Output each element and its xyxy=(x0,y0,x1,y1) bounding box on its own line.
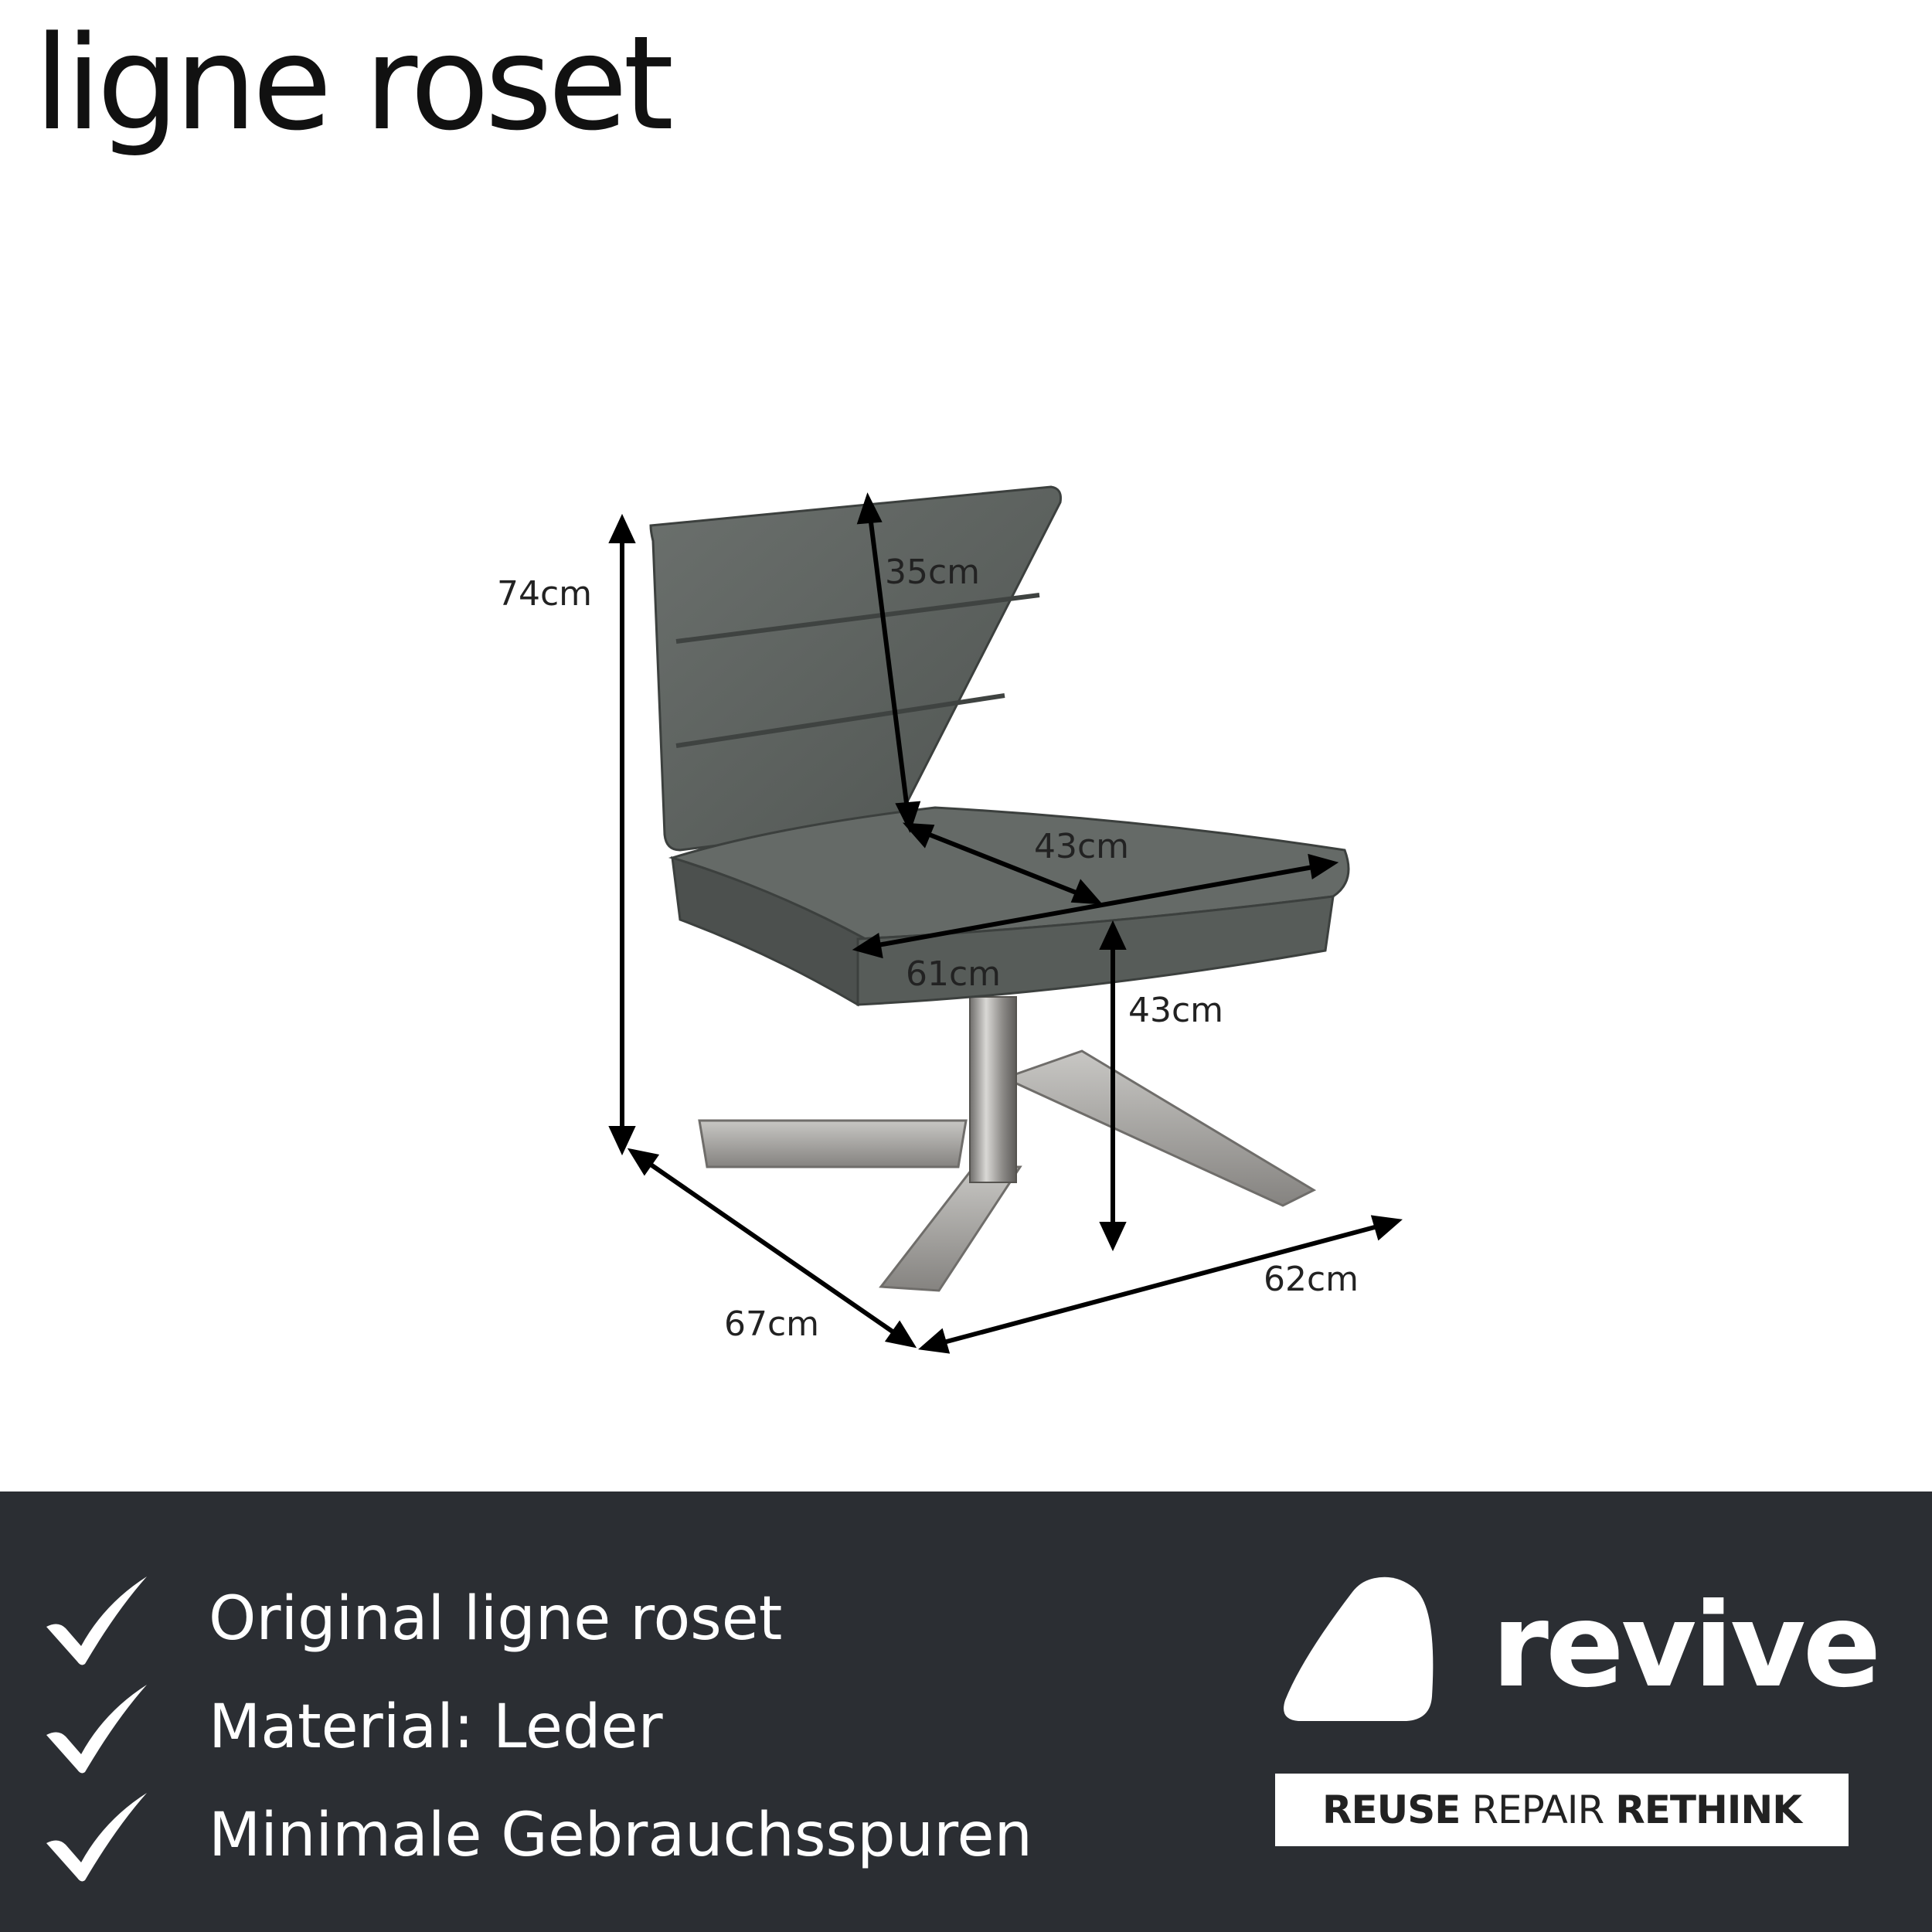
footer-banner: Original ligne roset Material: Leder Min… xyxy=(0,1492,1932,1932)
revive-wordmark: revive xyxy=(1492,1579,1881,1713)
brand-logo: ligne roset xyxy=(34,8,674,159)
dim-label-depth-total: 67cm xyxy=(724,1304,819,1344)
revive-mark-icon xyxy=(1284,1577,1434,1721)
revive-logo: revive xyxy=(1279,1573,1881,1750)
dim-label-seat-height: 43cm xyxy=(1128,991,1223,1030)
chair-body xyxy=(649,485,1350,1007)
tagline-rethink: RETHINK xyxy=(1615,1787,1802,1832)
feature-item: Material: Leder xyxy=(39,1673,1032,1781)
feature-item: Original ligne roset xyxy=(39,1565,1032,1673)
check-icon xyxy=(46,1793,147,1882)
feature-item: Minimale Gebrauchsspuren xyxy=(39,1781,1032,1889)
revive-tagline: REUSE REPAIR RETHINK xyxy=(1275,1774,1849,1846)
dim-label-seat-width: 61cm xyxy=(906,954,1001,994)
feature-text: Minimale Gebrauchsspuren xyxy=(209,1801,1032,1870)
check-icon xyxy=(46,1577,147,1665)
dim-label-width-total: 62cm xyxy=(1264,1260,1359,1299)
dimension-arrows xyxy=(608,492,1403,1354)
chair-base xyxy=(698,996,1317,1292)
dim-label-height-total: 74cm xyxy=(497,574,592,614)
feature-list: Original ligne roset Material: Leder Min… xyxy=(39,1565,1032,1889)
feature-text: Original ligne roset xyxy=(209,1584,783,1654)
dim-label-seat-depth: 43cm xyxy=(1034,827,1129,866)
product-illustration: 74cm 35cm 43cm 61cm 43cm 67cm 62cm xyxy=(497,485,1403,1354)
feature-text: Material: Leder xyxy=(209,1692,663,1762)
dim-label-backrest-height: 35cm xyxy=(885,553,980,592)
tagline-repair: REPAIR xyxy=(1471,1787,1604,1832)
tagline-reuse: REUSE xyxy=(1321,1787,1461,1832)
check-icon xyxy=(46,1685,147,1774)
